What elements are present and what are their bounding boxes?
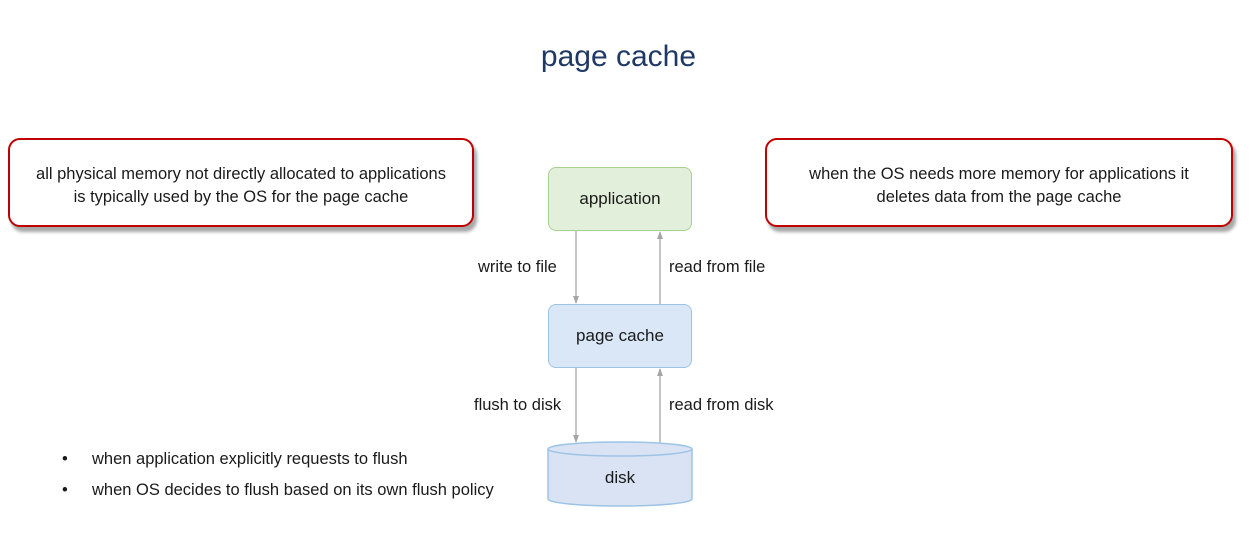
flush-reasons-list: • when application explicitly requests t…	[62, 446, 494, 508]
list-item-text: when OS decides to flush based on its ow…	[92, 481, 494, 499]
page-cache-node: page cache	[548, 304, 692, 368]
list-item: • when OS decides to flush based on its …	[62, 477, 494, 508]
list-item: • when application explicitly requests t…	[62, 446, 494, 477]
application-node: application	[548, 167, 692, 231]
callout-memory-reclaim: when the OS needs more memory for applic…	[765, 138, 1233, 227]
callout-memory-reclaim-text: when the OS needs more memory for applic…	[809, 165, 1189, 206]
page-title: page cache	[540, 40, 697, 73]
callout-page-cache-usage: all physical memory not directly allocat…	[8, 138, 474, 227]
page-cache-node-label: page cache	[576, 326, 664, 345]
flush-to-disk-label: flush to disk	[474, 396, 562, 414]
write-to-file-label: write to file	[478, 258, 557, 276]
application-node-label: application	[579, 189, 661, 208]
disk-node-label: disk	[604, 468, 636, 487]
bullet-icon: •	[62, 481, 68, 499]
callout-page-cache-usage-text: all physical memory not directly allocat…	[36, 165, 446, 206]
list-item-text: when application explicitly requests to …	[92, 450, 408, 468]
disk-cylinder-icon	[547, 441, 693, 507]
bullet-icon: •	[62, 450, 68, 468]
disk-node: disk	[546, 440, 694, 508]
read-from-disk-label: read from disk	[669, 396, 774, 414]
read-from-file-label: read from file	[669, 258, 766, 276]
